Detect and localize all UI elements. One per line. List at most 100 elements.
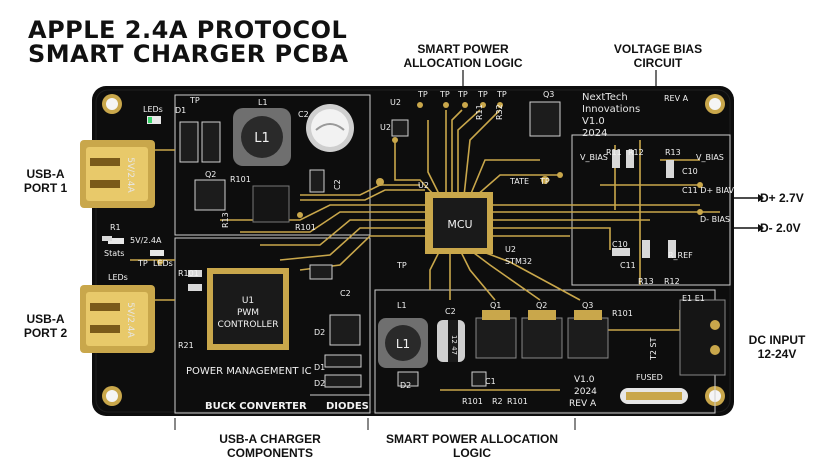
- inductor-label: L1: [254, 131, 270, 146]
- pwm-label: U1: [242, 296, 254, 306]
- silk-outline: [571, 134, 731, 286]
- callout-d-minus: D- 2.0V: [760, 221, 801, 235]
- silk-label: D2: [400, 381, 411, 390]
- mounting-hole: [705, 94, 725, 114]
- silk-label: C11 D+ BIAV: [682, 186, 735, 195]
- silk-label: U2: [390, 98, 401, 107]
- led: [148, 117, 152, 123]
- callout-usb-components: USB-A CHARGER COMPONENTS: [219, 432, 321, 460]
- silk-label: Q2: [205, 170, 216, 179]
- callout-text: USB-A: [26, 167, 65, 181]
- silk-label: TATE: [509, 177, 529, 186]
- silk-label: R101: [612, 309, 633, 318]
- title-line-2: SMART CHARGER PCBA: [28, 40, 349, 68]
- brand-line: V1.0: [582, 116, 605, 127]
- capacitor-c2: [306, 104, 354, 152]
- diodes-label: DIODES: [326, 401, 369, 412]
- callout-text: CIRCUIT: [633, 56, 683, 70]
- dc-input-terminal: [679, 299, 726, 376]
- silk-label: TP: [496, 90, 507, 99]
- silk-label: FUSED: [636, 373, 663, 382]
- silk-label: D2: [314, 328, 325, 337]
- silk-label: R13: [221, 212, 230, 228]
- callout-text: PORT 2: [23, 326, 68, 340]
- callout-voltage-bias: VOLTAGE BIAS CIRCUIT: [603, 42, 713, 70]
- silk-label: L1: [258, 98, 268, 107]
- version-line: REV A: [569, 399, 597, 409]
- silk-outline: [174, 237, 371, 414]
- silk-labels-vertical: R11 R32 R13 C2 T2 ST: [221, 104, 658, 361]
- silk-label: C2: [340, 289, 351, 298]
- fuse: [620, 388, 688, 404]
- callout-smart-power-bottom: SMART POWER ALLOCATION LOGIC: [386, 432, 558, 460]
- silk-label: D1: [314, 363, 325, 372]
- version-line: 2024: [574, 387, 597, 397]
- silk-label: R21: [178, 341, 194, 350]
- usb-rating: 5V/2.4A: [125, 157, 135, 193]
- silk-label: R13: [638, 277, 654, 286]
- silk-label: Q3: [543, 90, 554, 99]
- silk-label: R1: [110, 223, 121, 232]
- silk-label: 5V/2.4A: [130, 236, 162, 245]
- silk-label: U2: [505, 245, 516, 254]
- version-line: V1.0: [574, 375, 595, 385]
- silk-label: LEDs: [108, 273, 128, 282]
- silk-label: Q2: [536, 301, 547, 310]
- callout-smart-power-top: SMART POWER ALLOCATION LOGIC: [398, 42, 528, 70]
- silk-label: TP: [477, 90, 488, 99]
- silk-label: R13: [665, 148, 681, 157]
- inductor-l1: L1: [233, 108, 291, 166]
- silk-label: R101: [295, 223, 316, 232]
- title-line-1: APPLE 2.4A PROTOCOL: [28, 16, 348, 44]
- silk-label: Q1: [490, 301, 501, 310]
- silk-label: L1: [397, 301, 407, 310]
- silk-label: U2: [418, 181, 429, 190]
- callout-text: 12-24V: [757, 347, 797, 361]
- silk-label: TP: [439, 90, 450, 99]
- silk-label: R11: [606, 148, 622, 157]
- brand-line: NextTech: [582, 92, 628, 103]
- silk-label: D2: [314, 379, 325, 388]
- silk-label: C2: [445, 307, 456, 316]
- arrow-head: [758, 224, 764, 232]
- silk-label: U2: [380, 123, 391, 132]
- silk-outline: [174, 94, 371, 236]
- silk-label: R12: [664, 277, 680, 286]
- inductor-label: L1: [396, 337, 410, 351]
- callout-d-plus: D+ 2.7V: [760, 191, 804, 205]
- silk-label: V_BIAS: [580, 153, 608, 162]
- callout-usb-port-2: USB-A PORT 2: [18, 312, 73, 340]
- silk-label: TP: [137, 259, 148, 268]
- mounting-hole: [102, 94, 122, 114]
- page-title: APPLE 2.4A PROTOCOL SMART CHARGER PCBA: [28, 18, 349, 66]
- silk-label: TP: [417, 90, 428, 99]
- mosfet-q2: [521, 310, 563, 359]
- silk-label: TP: [189, 96, 200, 105]
- silk-label: LEDs: [143, 105, 163, 114]
- pwm-controller: U1 PWM CONTROLLER: [207, 268, 289, 350]
- mcu-chip: MCU: [425, 192, 493, 254]
- silk-label: C1: [485, 377, 496, 386]
- arrow-head: [758, 194, 764, 202]
- callout-text: PORT 1: [23, 181, 68, 195]
- silk-label: C10: [682, 167, 698, 176]
- silk-label: T2 ST: [649, 337, 658, 361]
- silk-label: D1: [175, 106, 186, 115]
- silk-label: R101: [507, 397, 528, 406]
- callout-text: USB-A: [26, 312, 65, 326]
- chip-q2: [252, 185, 290, 223]
- usb-rating: 5V/2.4A: [125, 302, 135, 338]
- silk-label: LEDs: [153, 259, 173, 268]
- silk-label: R2: [492, 397, 503, 406]
- pwm-label: CONTROLLER: [218, 320, 279, 330]
- silk-label: C10: [612, 240, 628, 249]
- capacitor-c2-bottom: 12 47: [437, 320, 465, 362]
- mounting-hole: [102, 386, 122, 406]
- buck-converter-label: BUCK CONVERTER: [205, 401, 307, 412]
- silk-label: TP: [539, 177, 550, 186]
- silk-label: R101: [462, 397, 483, 406]
- led: [108, 238, 124, 244]
- mosfet-q1: [475, 310, 517, 359]
- silk-label: C2: [298, 110, 309, 119]
